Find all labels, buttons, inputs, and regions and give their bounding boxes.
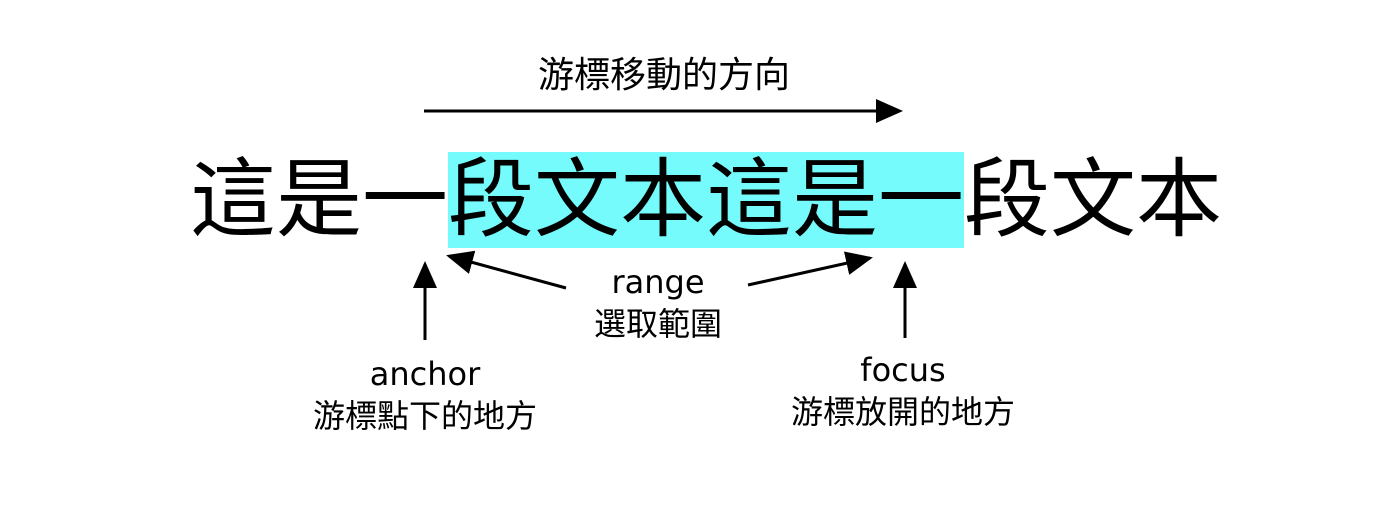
range-label: 選取範圍 xyxy=(593,305,722,343)
selected-text: 段文本這是一 xyxy=(448,150,964,250)
text-before-selection: 這是一 xyxy=(190,150,448,250)
range-term: range xyxy=(611,263,705,301)
anchor-caption: anchor 游標點下的地方 xyxy=(300,358,550,432)
anchor-term: anchor xyxy=(369,355,481,393)
focus-caption: focus 游標放開的地方 xyxy=(778,354,1028,428)
cursor-direction-title: 游標移動的方向 xyxy=(537,55,790,96)
text-after-selection: 段文本 xyxy=(964,150,1222,250)
focus-label: 游標放開的地方 xyxy=(790,393,1015,431)
anchor-label: 游標點下的地方 xyxy=(312,397,537,435)
range-caption: range 選取範圍 xyxy=(558,266,758,340)
sample-sentence: 這是一段文本這是一段文本 xyxy=(190,152,1222,248)
range-left-arrow xyxy=(446,250,567,290)
focus-term: focus xyxy=(860,351,946,389)
range-right-arrow xyxy=(747,251,873,287)
